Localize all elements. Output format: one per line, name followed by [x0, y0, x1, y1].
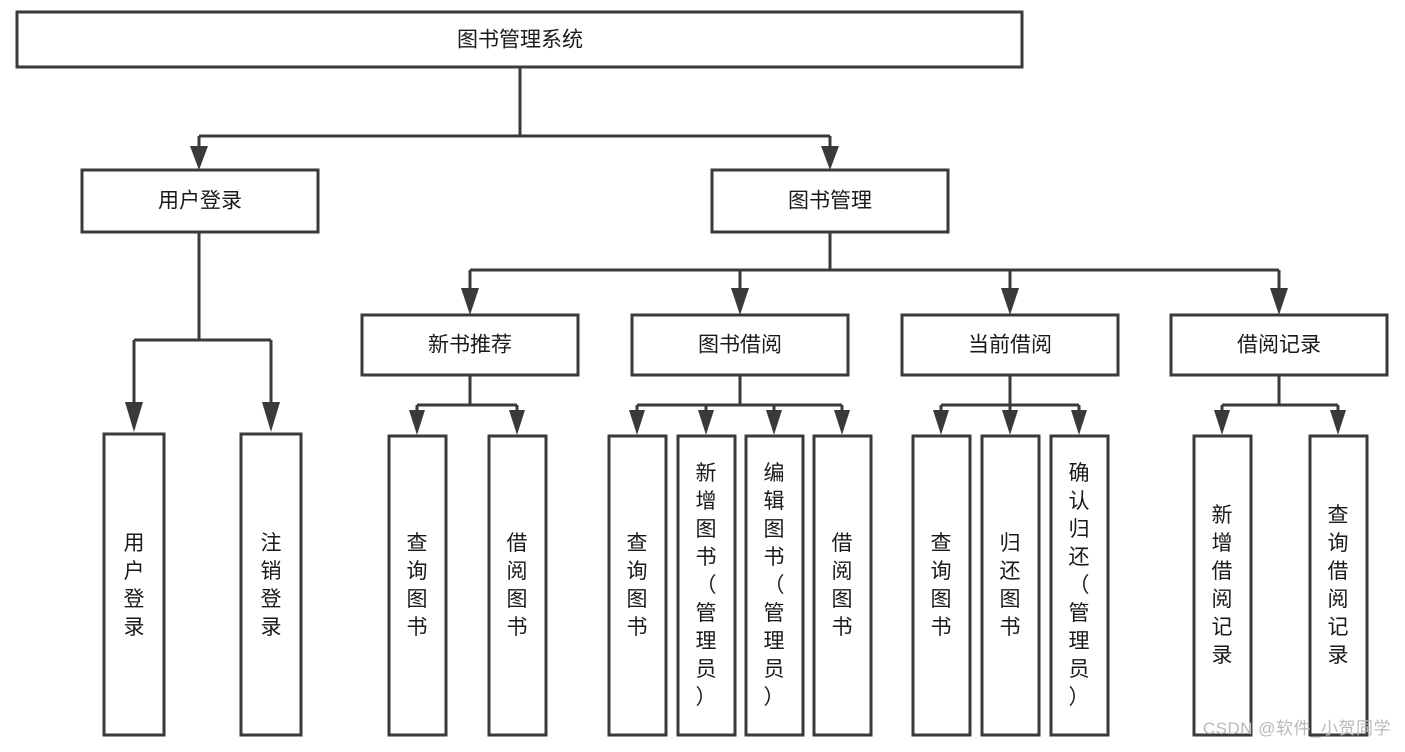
node-borrow-record-label: 借阅记录 [1237, 334, 1321, 357]
arrow-to-leaf-user-1 [125, 402, 143, 432]
leaf-book-borrow-2-label: 新增图书（管理员） [696, 462, 717, 709]
leaf-current-borrow-3-box[interactable] [1049, 434, 1110, 737]
leaf-book-borrow-4[interactable]: 借阅图书 [812, 434, 873, 737]
leaf-current-borrow-2-box[interactable] [980, 434, 1041, 737]
node-book-management-label: 图书管理 [788, 190, 872, 213]
leaf-user-login-1-label: 用户登录 [124, 532, 145, 639]
leaf-borrow-record-2-box[interactable] [1308, 434, 1369, 737]
leaf-book-borrow-2-box[interactable] [676, 434, 737, 737]
leaf-new-book-1[interactable]: 查询图书 [387, 434, 448, 737]
arrow-to-leaf-borrow-4 [834, 410, 850, 435]
arrow-to-leaf-current-3 [1071, 410, 1087, 435]
leaf-current-borrow-1-box[interactable] [911, 434, 972, 737]
arrow-to-leaf-record-2 [1330, 410, 1346, 435]
arrow-to-record [1270, 288, 1288, 315]
arrowheads-layer [125, 146, 1346, 435]
leaf-new-book-1-label: 查询图书 [407, 532, 428, 639]
node-root[interactable]: 图书管理系统 [15, 10, 1024, 69]
node-new-book-recommend-box[interactable] [360, 313, 580, 377]
node-user-login[interactable]: 用户登录 [80, 168, 320, 234]
leaf-user-login-2-label: 注销登录 [261, 532, 282, 639]
arrow-to-leaf-current-1 [933, 410, 949, 435]
leaf-borrow-record-2-label: 查询借阅记录 [1328, 504, 1349, 667]
arrow-to-newbook [461, 288, 479, 315]
leaf-current-borrow-3[interactable]: 确认归还（管理员） [1049, 434, 1110, 737]
arrow-to-borrow [731, 288, 749, 315]
leaf-new-book-1-box[interactable] [387, 434, 448, 737]
leaf-current-borrow-2[interactable]: 归还图书 [980, 434, 1041, 737]
leaf-borrow-record-1-label: 新增借阅记录 [1212, 504, 1233, 667]
leaf-new-book-2[interactable]: 借阅图书 [487, 434, 548, 737]
node-current-borrow-label: 当前借阅 [968, 334, 1052, 357]
leaf-book-borrow-1-box[interactable] [607, 434, 668, 737]
leaf-user-login-2-box[interactable] [239, 432, 303, 737]
node-current-borrow[interactable]: 当前借阅 [900, 313, 1120, 377]
node-current-borrow-box[interactable] [900, 313, 1120, 377]
leaf-book-borrow-4-label: 借阅图书 [832, 532, 853, 639]
leaf-book-borrow-2[interactable]: 新增图书（管理员） [676, 434, 737, 737]
node-borrow-record[interactable]: 借阅记录 [1169, 313, 1389, 377]
node-book-management-box[interactable] [710, 168, 950, 234]
arrow-to-leaf-newbook-1 [409, 410, 425, 435]
arrow-to-leaf-current-2 [1002, 410, 1018, 435]
node-book-borrow-box[interactable] [630, 313, 850, 377]
leaf-book-borrow-4-box[interactable] [812, 434, 873, 737]
arrow-to-leaf-newbook-2 [509, 410, 525, 435]
arrow-to-current [1001, 288, 1019, 315]
node-book-borrow-label: 图书借阅 [698, 334, 782, 357]
watermark-text: CSDN @软件_小贺同学 [1202, 719, 1391, 738]
leaf-book-borrow-3-label: 编辑图书（管理员） [764, 462, 785, 709]
leaf-current-borrow-1[interactable]: 查询图书 [911, 434, 972, 737]
leaf-user-login-2[interactable]: 注销登录 [239, 432, 303, 737]
leaf-new-book-2-box[interactable] [487, 434, 548, 737]
node-root-box[interactable] [15, 10, 1024, 69]
node-new-book-recommend[interactable]: 新书推荐 [360, 313, 580, 377]
leaf-user-login-1-box[interactable] [102, 432, 166, 737]
leaf-book-borrow-1[interactable]: 查询图书 [607, 434, 668, 737]
leaf-borrow-record-1[interactable]: 新增借阅记录 [1192, 434, 1253, 737]
node-user-login-box[interactable] [80, 168, 320, 234]
leaf-book-borrow-3[interactable]: 编辑图书（管理员） [744, 434, 805, 737]
node-new-book-recommend-label: 新书推荐 [428, 334, 512, 357]
leaf-current-borrow-3-label: 确认归还（管理员） [1069, 462, 1090, 709]
node-root-label: 图书管理系统 [457, 29, 583, 52]
node-user-login-label: 用户登录 [158, 190, 242, 213]
leaf-new-book-2-label: 借阅图书 [507, 532, 528, 639]
arrow-to-leaf-borrow-3 [766, 410, 782, 435]
leaf-current-borrow-2-label: 归还图书 [1000, 532, 1021, 639]
leaf-book-borrow-1-label: 查询图书 [627, 532, 648, 639]
arrow-to-bookmgmt [821, 146, 839, 170]
arrow-to-leaf-user-2 [262, 402, 280, 432]
arrow-to-leaf-record-1 [1214, 410, 1230, 435]
node-book-borrow[interactable]: 图书借阅 [630, 313, 850, 377]
arrow-to-leaf-borrow-1 [629, 410, 645, 435]
leaf-user-login-1[interactable]: 用户登录 [102, 432, 166, 737]
arrow-to-leaf-borrow-2 [698, 410, 714, 435]
leaf-borrow-record-2[interactable]: 查询借阅记录 [1308, 434, 1369, 737]
leaf-current-borrow-1-label: 查询图书 [931, 532, 952, 639]
leaf-book-borrow-3-box[interactable] [744, 434, 805, 737]
node-borrow-record-box[interactable] [1169, 313, 1389, 377]
node-book-management[interactable]: 图书管理 [710, 168, 950, 234]
arrow-to-userlogin [190, 146, 208, 170]
leaf-borrow-record-1-box[interactable] [1192, 434, 1253, 737]
